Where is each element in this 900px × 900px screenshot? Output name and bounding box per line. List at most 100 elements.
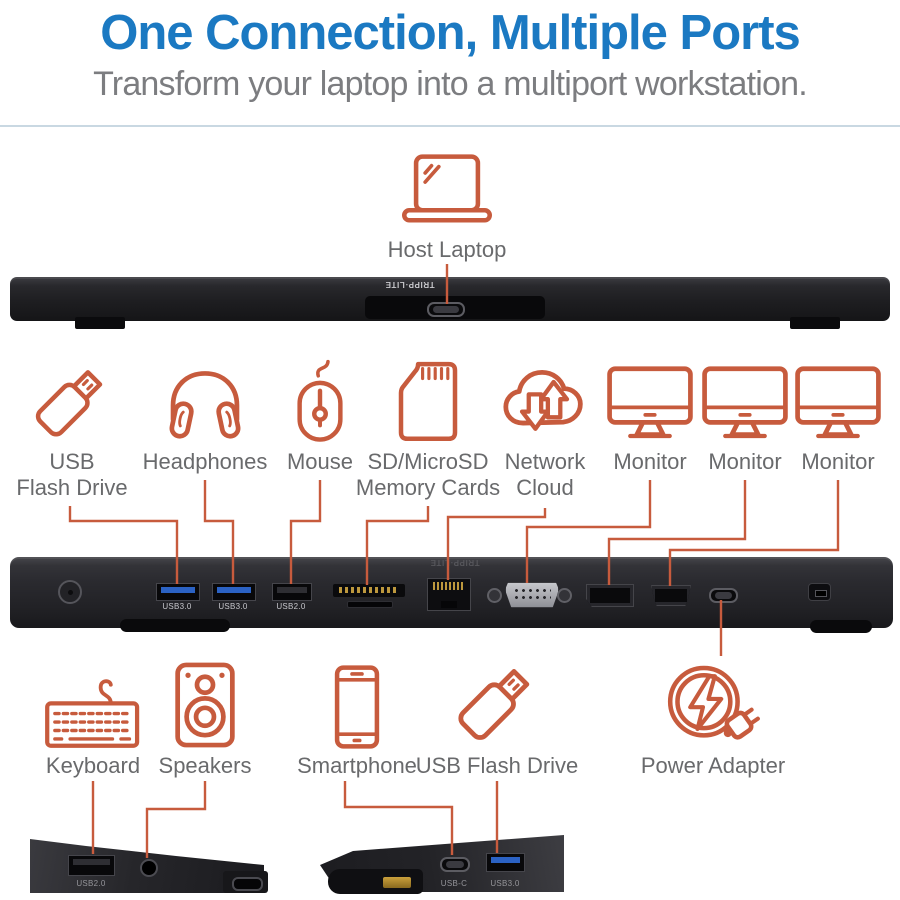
peripheral-iconbox (158, 350, 252, 446)
power-button (58, 580, 82, 604)
label-line: USB (49, 449, 95, 474)
label-line: Smartphone (297, 753, 417, 778)
dock-top-view: TRIPP·LITE (10, 277, 890, 329)
peripheral-iconbox (662, 648, 764, 750)
sd-card-slot (333, 584, 405, 597)
peripheral-iconbox (392, 350, 464, 446)
peripheral-host-laptop: Host Laptop (367, 148, 527, 263)
vga-port (505, 582, 559, 608)
label-line: Power Adapter (640, 753, 786, 778)
usb-flash-drive-icon (458, 669, 530, 740)
peripheral-iconbox (27, 350, 117, 446)
port-label: USB-C (440, 879, 468, 888)
mouse-icon (297, 359, 343, 442)
peripheral-iconbox (449, 648, 545, 750)
label-line: Host Laptop (387, 237, 507, 262)
vga-screw (557, 588, 572, 603)
port-label: USB3.0 (162, 602, 192, 611)
usb3-port-2 (212, 583, 256, 601)
peripheral-label: Monitor (801, 449, 874, 475)
peripheral-label: Monitor (708, 449, 781, 475)
displayport-port (586, 584, 634, 607)
label-line: Monitor (613, 449, 687, 474)
dock-foot (790, 317, 840, 329)
headphones-icon (169, 371, 241, 439)
brand-logo: TRIPP·LITE (430, 558, 480, 567)
label-line: USB Flash Drive (415, 753, 579, 778)
peripheral-iconbox (698, 350, 792, 446)
vga-screw (487, 588, 502, 603)
network-cloud-icon (503, 370, 583, 431)
usb-c-connector-tab (328, 869, 423, 894)
port-label: USB3.0 (218, 602, 248, 611)
label-line: Network (504, 449, 586, 474)
laptop-icon (402, 154, 492, 223)
peripheral-monitor: Monitor (758, 350, 900, 475)
page-subtitle: Transform your laptop into a multiport w… (93, 65, 808, 103)
peripheral-iconbox (41, 648, 145, 750)
dock-side-view-right: USB-C USB3.0 (318, 829, 566, 895)
monitor-icon (702, 366, 788, 439)
peripheral-speaker: Speakers (125, 648, 285, 779)
peripheral-label: USB Flash Drive (416, 753, 579, 779)
port-label: USB3.0 (490, 879, 520, 888)
label-line: Mouse (286, 449, 354, 474)
usb3-port-1 (156, 583, 200, 601)
peripheral-power-adapter: Power Adapter (633, 648, 793, 779)
label-line: Cloud (516, 475, 574, 500)
speaker-icon (175, 662, 235, 748)
dock-foot (75, 317, 125, 329)
peripheral-iconbox (791, 350, 885, 446)
monitor-icon (607, 366, 693, 439)
divider (0, 125, 900, 127)
peripheral-label: Monitor (613, 449, 686, 475)
label-line: Keyboard (45, 753, 141, 778)
peripheral-usb-flash-drive: USB Flash Drive (416, 648, 579, 779)
peripheral-label: Speakers (159, 753, 252, 779)
usb-c-plug (223, 871, 268, 893)
port-label: USB2.0 (276, 602, 306, 611)
port-label: USB2.0 (76, 879, 106, 888)
label-line: Flash Drive (16, 475, 128, 500)
dock-foot (120, 619, 230, 632)
power-adapter-icon (667, 665, 760, 740)
label-line: Speakers (158, 753, 252, 778)
host-laptop-iconbox (397, 148, 497, 234)
label-line: SD/MicroSD (367, 449, 489, 474)
peripheral-iconbox (332, 648, 382, 750)
peripheral-monitor: Monitor (570, 350, 730, 475)
label-line: Memory Cards (355, 475, 501, 500)
dock-foot (810, 620, 872, 633)
page-title: One Connection, Multiple Ports (100, 6, 801, 60)
peripheral-label: Keyboard (46, 753, 140, 779)
monitor-icon (795, 366, 881, 439)
usb3-port-side (486, 853, 525, 872)
usb-c-port-side (440, 857, 470, 872)
peripheral-label: Host Laptop (388, 237, 507, 263)
dock-side-view-left: USB2.0 (26, 829, 271, 895)
peripheral-keyboard: Keyboard (13, 648, 173, 779)
kensington-lock-slot (808, 583, 831, 601)
sd-card-icon (398, 361, 458, 442)
peripheral-iconbox (172, 648, 238, 750)
port-recess (365, 296, 545, 319)
microsd-card-slot (347, 601, 393, 608)
peripheral-label: Smartphone (297, 753, 417, 779)
usb-c-port (709, 588, 738, 603)
peripheral-iconbox (497, 350, 593, 446)
usb2-port (272, 583, 312, 601)
label-line: Monitor (801, 449, 875, 474)
usb-flash-drive-icon (35, 370, 103, 437)
header: One Connection, Multiple Ports Transform… (0, 0, 900, 104)
brand-logo: TRIPP·LITE (385, 280, 435, 289)
peripheral-label: Mouse (287, 449, 353, 475)
ethernet-port (427, 578, 471, 611)
smartphone-icon (334, 665, 380, 749)
peripheral-headphones: Headphones (125, 350, 285, 475)
usb2-port-side (68, 855, 115, 876)
